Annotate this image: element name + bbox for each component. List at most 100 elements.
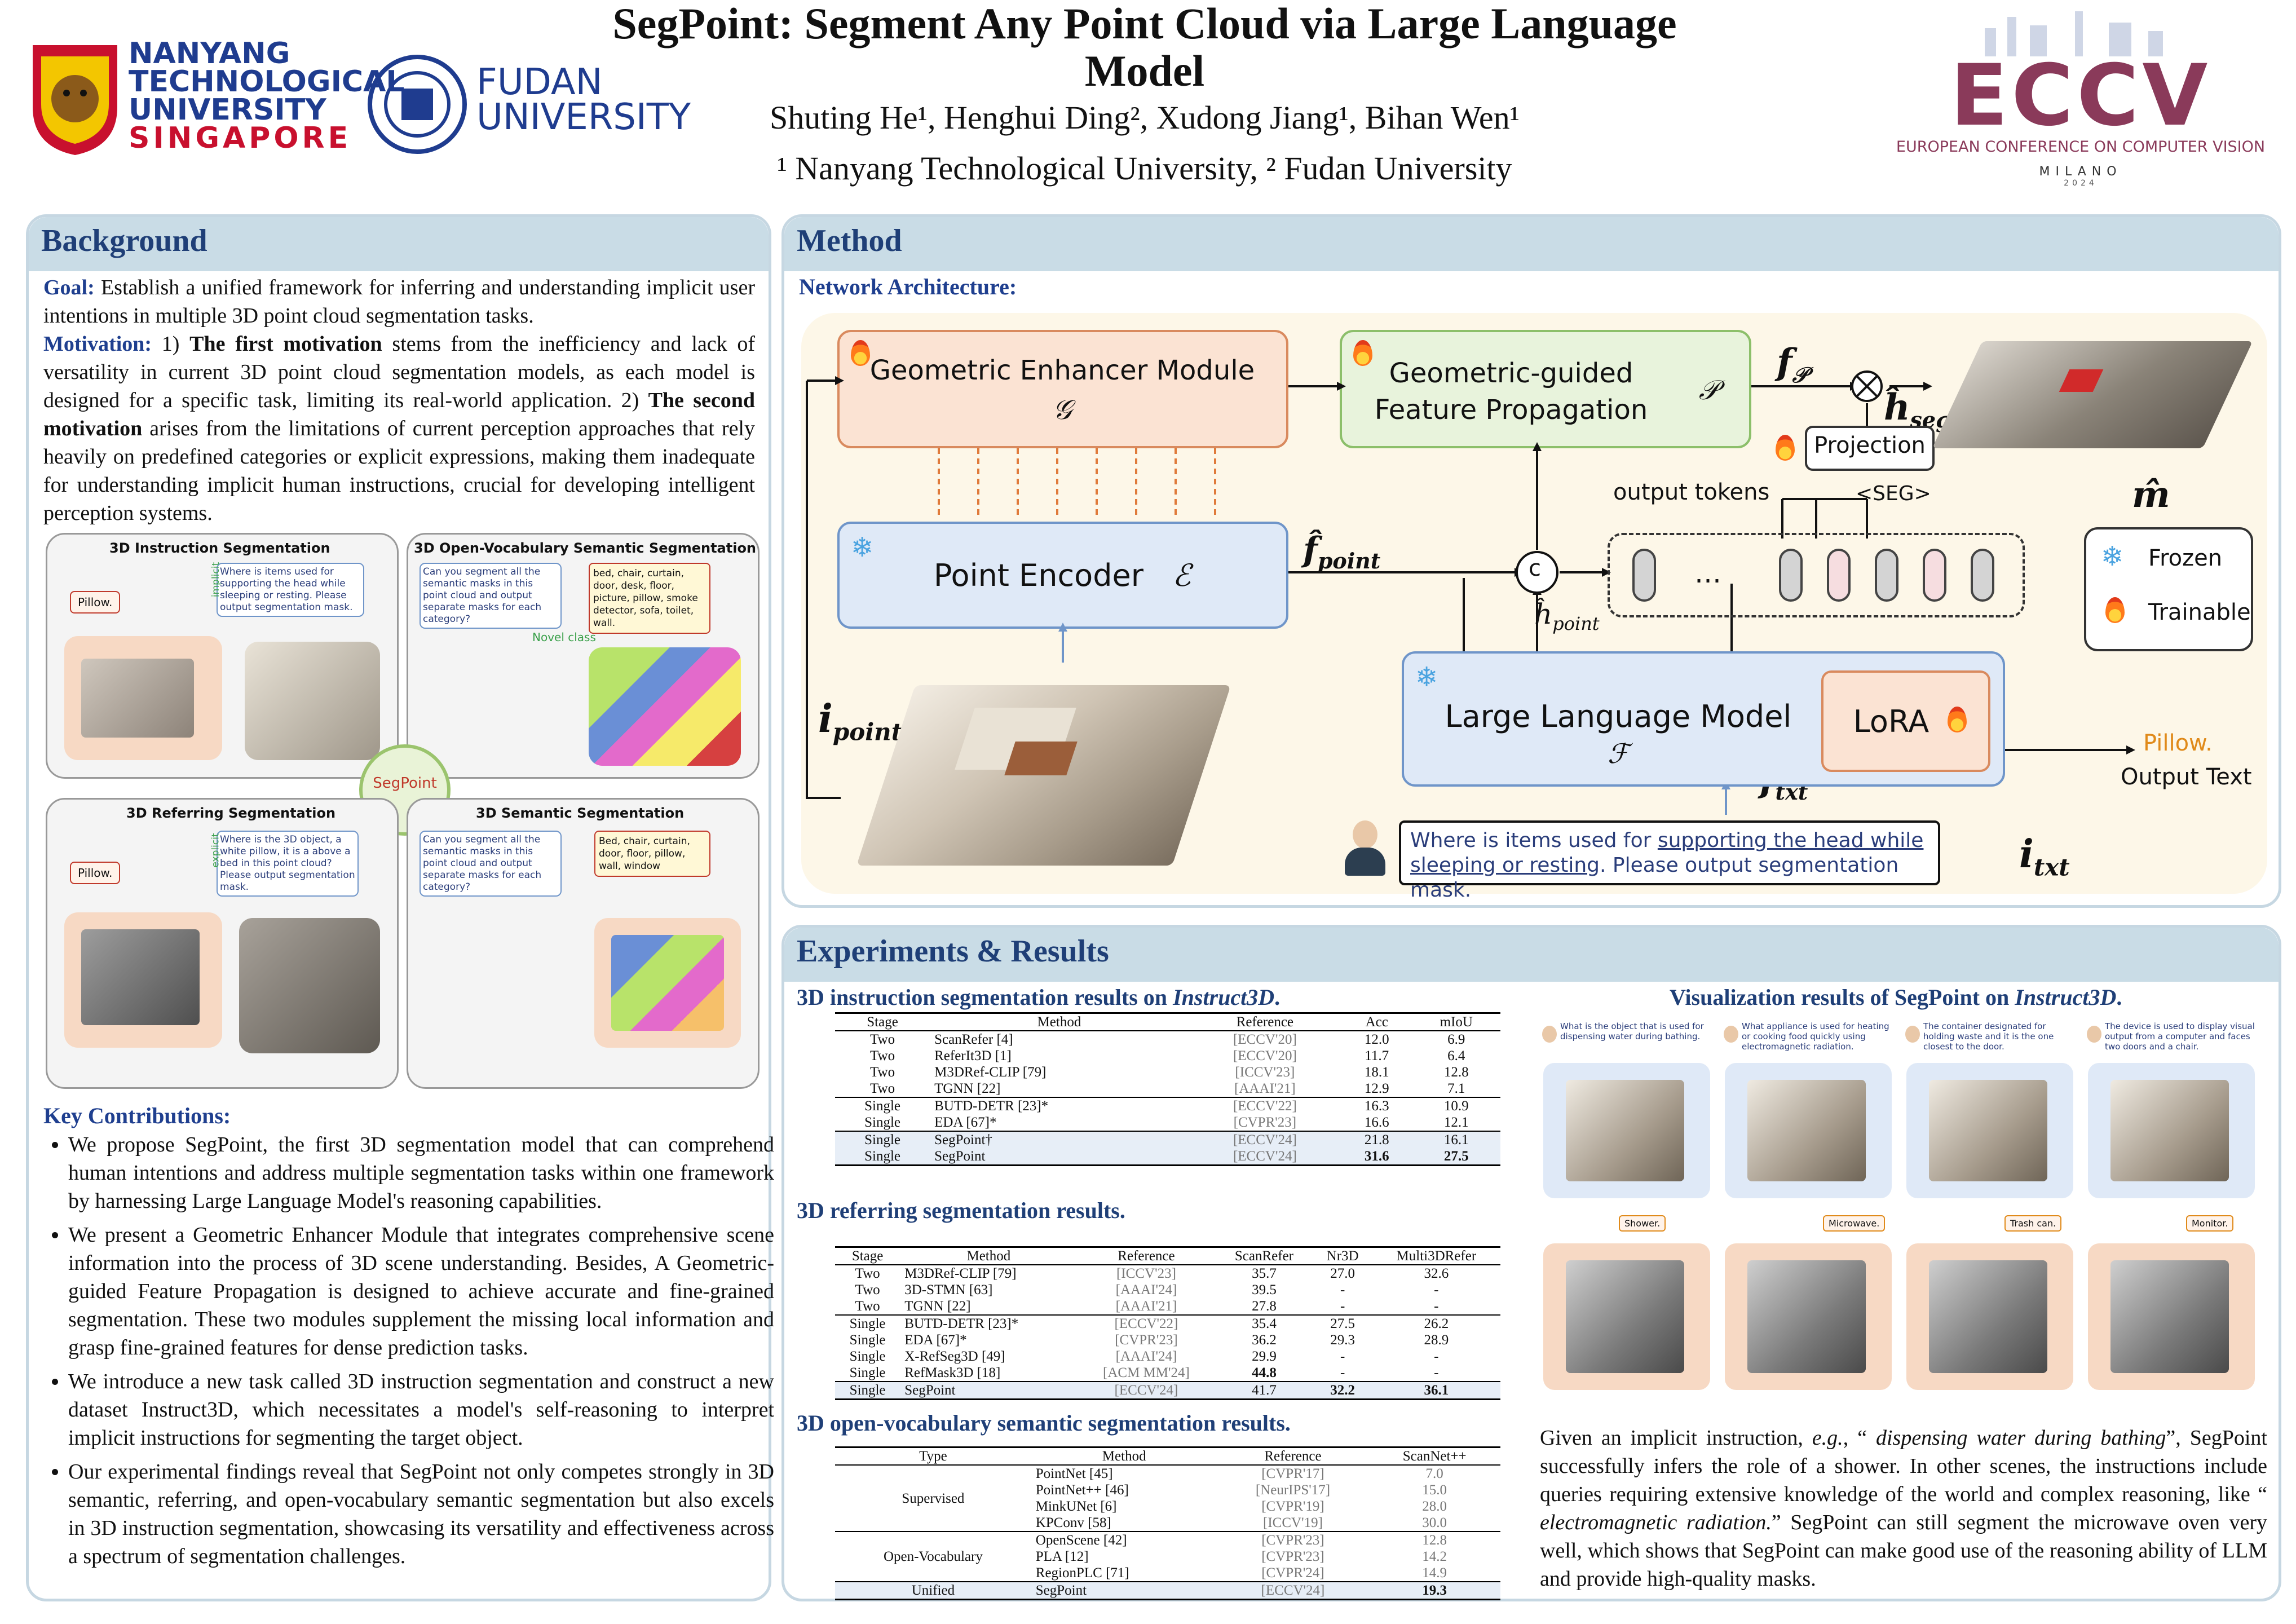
method-header [784,217,2279,271]
first-motivation: The first motivation [189,332,382,356]
i-point-main: i [818,696,833,742]
table-row: PLA [12][CVPR'23]14.2 [835,1548,1500,1565]
contribution-item: We present a Geometric Enhancer Module t… [68,1221,774,1362]
table-cell: 18.1 [1364,1065,1389,1080]
eccv-mark: ECCV [1950,47,2211,145]
i-point-label: ipoint [818,696,902,746]
encoder-text: Point Encoder [933,558,1143,593]
table-cell: 44.8 [1252,1365,1277,1380]
table-cell: Single [835,1131,930,1148]
trainable-legend-icon [2105,597,2125,623]
eccv-line3: 2024 [2064,179,2098,188]
vis-scene-output [1725,1243,1892,1390]
table-group-cell: Open-Vocabulary [835,1531,1031,1582]
feature-propagation-box: Geometric-guided Feature Propagation 𝒫 [1340,330,1751,448]
output-tokens-label: output tokens [1613,479,1770,505]
t1-title-em: Instruct3D [1173,985,1275,1010]
table-cell: ScanRefer [4] [934,1032,1013,1047]
table-cell: [CVPR'17] [1261,1466,1324,1481]
f-point-label: f̂point [1303,530,1380,573]
llm-label: Large Language Model [1445,699,1792,734]
motivation-text-2: stems from the inefficiency and lack of … [43,332,756,412]
i-txt-label: itxt [2019,832,2070,881]
authors: Shuting He¹, Henghui Ding², Xudong Jiang… [769,99,1520,136]
segpoint-badge-label: SegPoint [373,775,437,792]
output-answer: Pillow. [2143,730,2213,756]
task-figure: 3D Instruction Segmentation Where is ite… [46,533,760,1089]
motivation-text-1: 1) [152,332,190,356]
table-cell: MinkUNet [6] [1035,1499,1117,1514]
instruction-text-underlined: supporting the head while sleeping or re… [1410,829,1924,877]
table-cell: 14.9 [1422,1565,1447,1581]
frozen-legend-icon: ❄ [2101,542,2124,572]
q1-scene-right [245,642,380,760]
h-point-label: ĥpoint [1534,598,1600,634]
table-cell: [CVPR'24] [1261,1565,1324,1581]
flow-arrows [806,370,2135,815]
table-header: Method [1031,1446,1217,1466]
table-cell: [ECCV'20] [1233,1048,1297,1063]
q3-scene-left [64,912,222,1048]
q4-answer: Bed, chair, curtain, door, floor, pillow… [594,831,710,877]
table-cell: 26.2 [1372,1314,1500,1332]
vis-title-em: Instruct3D [2015,985,2117,1010]
table-cell: 28.0 [1422,1499,1447,1514]
architecture-diagram: Geometric Enhancer Module 𝒢 ❄ Point Enco… [801,313,2267,902]
vis-desc-2: , “ [1843,1426,1876,1450]
instruction-box: Where is items used for supporting the h… [1399,820,1940,902]
vis-column: The device is used to display visual out… [2085,1018,2260,1413]
experiments-title: Experiments & Results [797,934,1109,969]
table-cell: [NeurIPS'17] [1255,1482,1331,1498]
table-cell: [ICCV'23] [1235,1065,1295,1080]
trainable-flame-icon [1353,340,1372,366]
table-header: Acc [1341,1012,1412,1031]
vis-column: What is the object that is used for disp… [1540,1018,1716,1413]
contributions-title: Key Contributions: [43,1103,231,1128]
method-panel: Method Network Architecture: Geometric E… [781,214,2281,908]
table-cell: Two [870,1081,895,1096]
table-cell: TGNN [22] [904,1299,971,1314]
vis-title-text: Visualization results of SegPoint on [1670,985,2015,1010]
table-cell: [CVPR'23] [1233,1115,1297,1130]
output-text-label: Output Text [2121,764,2252,790]
motivation-label: Motivation: [43,332,152,356]
table-cell: 32.6 [1424,1266,1449,1281]
table-cell: 6.4 [1447,1048,1465,1063]
ntu-crest-icon [33,45,117,155]
table2-title: 3D referring segmentation results. [797,1198,1125,1223]
token-ellipsis: … [1694,558,1721,589]
projection-box: Projection [1805,426,1935,471]
background-header [29,217,769,271]
table-cell: [ECCV'22] [1077,1314,1216,1332]
background-title: Background [41,223,207,258]
table-cell: Single [849,1349,886,1364]
table-cell: Two [870,1048,895,1063]
q4-question: Can you segment all the semantic masks i… [420,831,562,897]
table-cell: [AAAI'21] [1234,1081,1296,1096]
q2-novel-class: Novel class [532,630,596,644]
q1-scene-left [64,636,222,760]
table-header: mIoU [1412,1012,1500,1031]
q2-scene [589,647,741,766]
f-p-sub: 𝒫 [1792,361,1808,387]
llm-symbol: ℱ [1608,738,1629,770]
gem-symbol: 𝒢 [1052,394,1072,426]
f-p-label: f𝒫 [1777,341,1808,388]
gem-label: Geometric Enhancer Module [869,355,1255,386]
table-cell: 7.1 [1447,1081,1465,1096]
t1-title-end: . [1274,985,1281,1010]
table-cell: 36.2 [1252,1332,1277,1348]
segmented-point-cloud [1932,324,2253,460]
